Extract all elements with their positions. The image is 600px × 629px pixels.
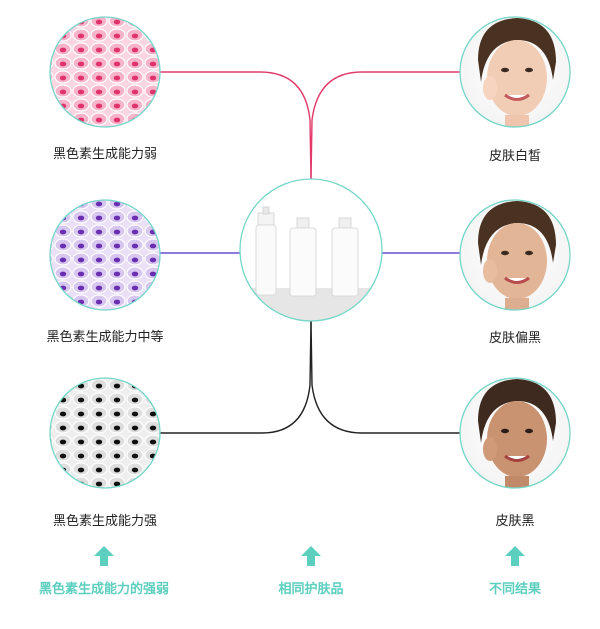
left-label-strong: 黑色素生成能力强 — [52, 514, 158, 529]
face-circle-1 — [459, 16, 571, 128]
right-label-dark: 皮肤黑 — [495, 514, 535, 529]
bottom-caption-left: 黑色素生成能力的强弱 — [38, 582, 170, 597]
cells-circle-pink — [49, 16, 161, 128]
connector-pink — [160, 71, 312, 181]
up-arrow-icon — [94, 546, 114, 566]
bottom-caption-center: 相同护肤品 — [278, 582, 344, 597]
right-label-darkish: 皮肤偏黑 — [488, 331, 542, 346]
up-arrow-icon — [505, 546, 525, 566]
pump-bottle-icon — [331, 217, 359, 297]
connector-pink-right — [310, 71, 460, 181]
spray-bottle-icon — [255, 206, 277, 296]
face-circle-3 — [459, 377, 571, 489]
bottom-caption-right: 不同结果 — [488, 582, 542, 597]
left-label-medium: 黑色素生成能力中等 — [46, 330, 164, 345]
right-label-fair: 皮肤白皙 — [488, 149, 542, 164]
cells-circle-gray — [49, 377, 161, 489]
connector-black-right — [310, 320, 460, 434]
cells-circle-purple — [49, 199, 161, 311]
product-circle — [239, 178, 383, 322]
pump-bottle-icon — [289, 217, 317, 297]
up-arrow-icon — [301, 546, 321, 566]
connector-black — [160, 320, 312, 434]
left-label-weak: 黑色素生成能力弱 — [52, 147, 158, 162]
face-circle-2 — [459, 199, 571, 311]
